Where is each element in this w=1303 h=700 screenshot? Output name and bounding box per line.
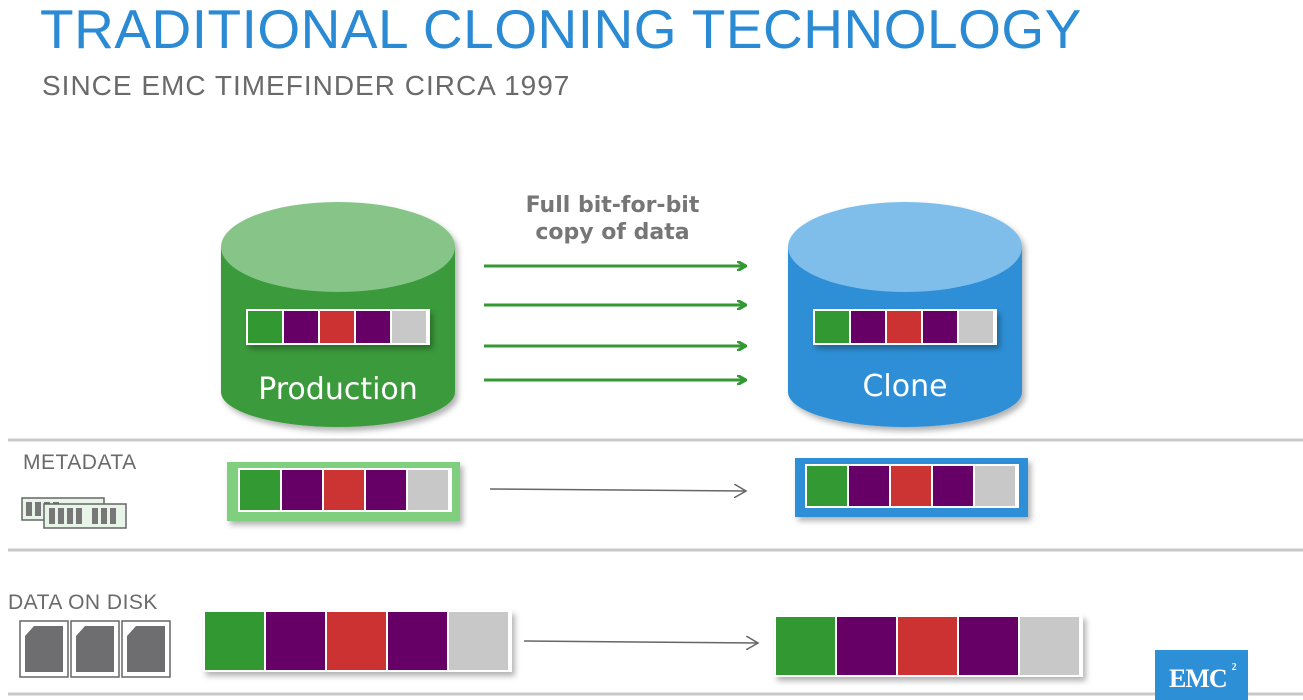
- metadata-production-blocks: [238, 468, 452, 512]
- sd-card-icon: [70, 620, 120, 678]
- data-on-disk-label: DATA ON DISK: [8, 591, 158, 614]
- data-block: [1020, 617, 1079, 675]
- data-block: [266, 612, 325, 670]
- data-block: [849, 466, 889, 506]
- clone-data-blocks: [813, 309, 997, 345]
- data-block: [324, 470, 364, 510]
- data-block: [807, 466, 847, 506]
- production-data-blocks: [246, 309, 430, 345]
- copy-caption: Full bit-for-bit copy of data: [500, 192, 725, 246]
- data-block: [975, 466, 1015, 506]
- data-block: [356, 311, 390, 343]
- data-block: [959, 311, 993, 343]
- disk-arrow: [523, 641, 758, 643]
- disk-production-blocks: [203, 610, 512, 672]
- data-block: [891, 466, 931, 506]
- page-title: TRADITIONAL CLONING TECHNOLOGY: [40, 0, 1082, 60]
- data-block: [851, 311, 885, 343]
- emc-logo-superscript: 2: [1231, 662, 1237, 673]
- data-block: [898, 617, 957, 675]
- sd-card-icon: [19, 620, 69, 678]
- metadata-arrow: [489, 489, 746, 491]
- copy-caption-line1: Full bit-for-bit: [525, 193, 700, 218]
- data-block: [923, 311, 957, 343]
- data-block: [366, 470, 406, 510]
- clone-label: Clone: [862, 369, 948, 404]
- sd-card-icon: [121, 620, 171, 678]
- data-block: [815, 311, 849, 343]
- data-block: [205, 612, 264, 670]
- copy-caption-line2: copy of data: [535, 220, 690, 245]
- data-block: [959, 617, 1018, 675]
- data-block: [837, 617, 896, 675]
- copy-arrows: [484, 266, 745, 380]
- data-block: [320, 311, 354, 343]
- data-block: [408, 470, 448, 510]
- data-block: [776, 617, 835, 675]
- metadata-clone-blocks: [805, 464, 1019, 508]
- memory-module-icon: [21, 497, 127, 529]
- data-block: [248, 311, 282, 343]
- data-block: [282, 470, 322, 510]
- metadata-label: METADATA: [23, 451, 137, 474]
- data-block: [284, 311, 318, 343]
- page-subtitle: SINCE EMC TIMEFINDER CIRCA 1997: [42, 70, 571, 101]
- data-block: [933, 466, 973, 506]
- data-block: [327, 612, 386, 670]
- data-block: [449, 612, 508, 670]
- data-block: [240, 470, 280, 510]
- data-block: [388, 612, 447, 670]
- production-label: Production: [258, 372, 418, 407]
- data-block: [887, 311, 921, 343]
- data-block: [392, 311, 426, 343]
- disk-clone-blocks: [774, 615, 1083, 677]
